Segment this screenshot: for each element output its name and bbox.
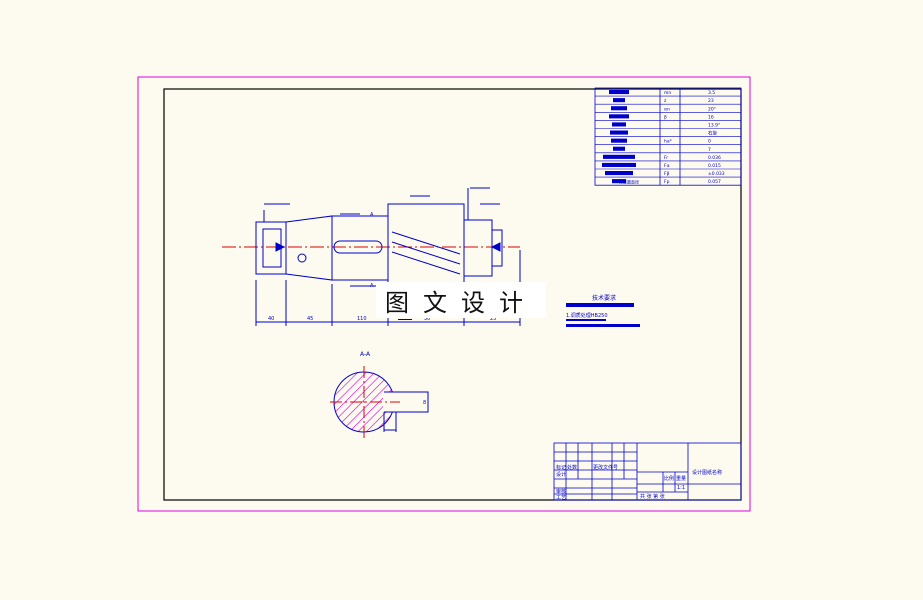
table-row-code: Fα	[664, 163, 670, 169]
shaft-main-view	[222, 187, 521, 326]
table-row-value: 7	[708, 147, 711, 153]
table-row-code: mn	[664, 91, 671, 96]
table-row-label-bar	[605, 171, 633, 176]
section-view: A-A 8	[330, 351, 429, 440]
tech-req-item: 1.调质处理HB250	[566, 312, 608, 319]
table-row-label-bar	[610, 130, 628, 135]
table-row-label-bar	[609, 90, 629, 95]
table-row-value: 右旋	[708, 130, 717, 137]
table-row-value: 0.015	[708, 163, 721, 169]
table-row-value: 3.5	[708, 90, 715, 96]
tb-scale: 1:1	[677, 485, 685, 491]
dimension-label: 110	[357, 316, 367, 322]
table-row-code: z	[664, 99, 667, 104]
table-row-label-bar	[609, 114, 629, 119]
table-row-code: Fβ	[664, 171, 670, 177]
technical-requirements: 技术要求 1.调质处理HB250	[566, 294, 640, 327]
table-row-value: 13.9°	[708, 123, 720, 129]
table-row-value: 0.036	[708, 155, 721, 161]
tb-label-gengai: 更改文件号	[593, 464, 618, 471]
watermark-underline	[398, 319, 412, 320]
dimension-label: 40	[268, 316, 274, 322]
drawing-frame	[163, 88, 742, 501]
table-row-code: ha*	[664, 139, 673, 145]
table-last-row-label: 分度圆直径	[619, 179, 639, 185]
tb-label-gongyi: 工艺	[556, 495, 566, 501]
table-row-code: αn	[664, 107, 670, 112]
table-row-value: 0.057	[708, 179, 721, 185]
table-row-label-bar	[612, 122, 626, 127]
table-row-label-bar	[613, 146, 625, 151]
section-cut-markers: A A	[370, 212, 374, 289]
tb-label-bili: 比例	[664, 475, 674, 482]
dimension-labels: 40 45 110 30 25	[268, 316, 496, 322]
title-block	[553, 442, 742, 501]
table-row-label-bar	[603, 154, 635, 159]
cut-marker-right: A	[370, 283, 374, 289]
table-row-value: 16	[708, 114, 714, 120]
table-row-value: 20°	[708, 106, 716, 112]
title-block-text: 设计图纸名称 标记 处数 更改文件号 设计 审核 工艺 比例 重量 1:1 共 …	[556, 464, 722, 501]
table-row-code: Fp	[664, 179, 670, 185]
table-row-label-bar	[611, 138, 627, 143]
tb-label-biaoji: 标记	[556, 464, 566, 471]
table-row-label-bar	[612, 179, 626, 184]
tb-label-chushu: 处数	[567, 464, 577, 471]
table-row-code: Fr	[664, 155, 668, 161]
cut-marker-left: A	[370, 212, 374, 218]
part-name: 设计图纸名称	[692, 469, 722, 476]
keyway-dim: 8	[423, 400, 426, 406]
tb-label-zhongliang: 重量	[676, 475, 686, 482]
table-row-value: 23	[708, 98, 714, 104]
table-row-value: 0	[708, 139, 711, 145]
tb-sheets: 共 张 第 张	[640, 493, 665, 500]
table-row-label-bar	[611, 106, 627, 111]
table-row-label-bar	[613, 98, 625, 103]
dimension-label: 30	[424, 316, 430, 322]
table-row-code: β	[664, 114, 667, 120]
watermark: 图文设计	[376, 282, 546, 318]
dimension-label: 45	[307, 316, 313, 322]
sheet-border	[137, 76, 751, 512]
dimension-label: 25	[490, 316, 496, 322]
tech-req-title: 技术要求	[592, 294, 616, 302]
tb-label-shenhe: 审核	[556, 488, 566, 495]
tb-label-sheji: 设计	[556, 471, 566, 478]
table-row-label-bar	[602, 162, 636, 167]
table-row-value: ±0.033	[708, 171, 725, 177]
section-label: A-A	[360, 351, 371, 358]
